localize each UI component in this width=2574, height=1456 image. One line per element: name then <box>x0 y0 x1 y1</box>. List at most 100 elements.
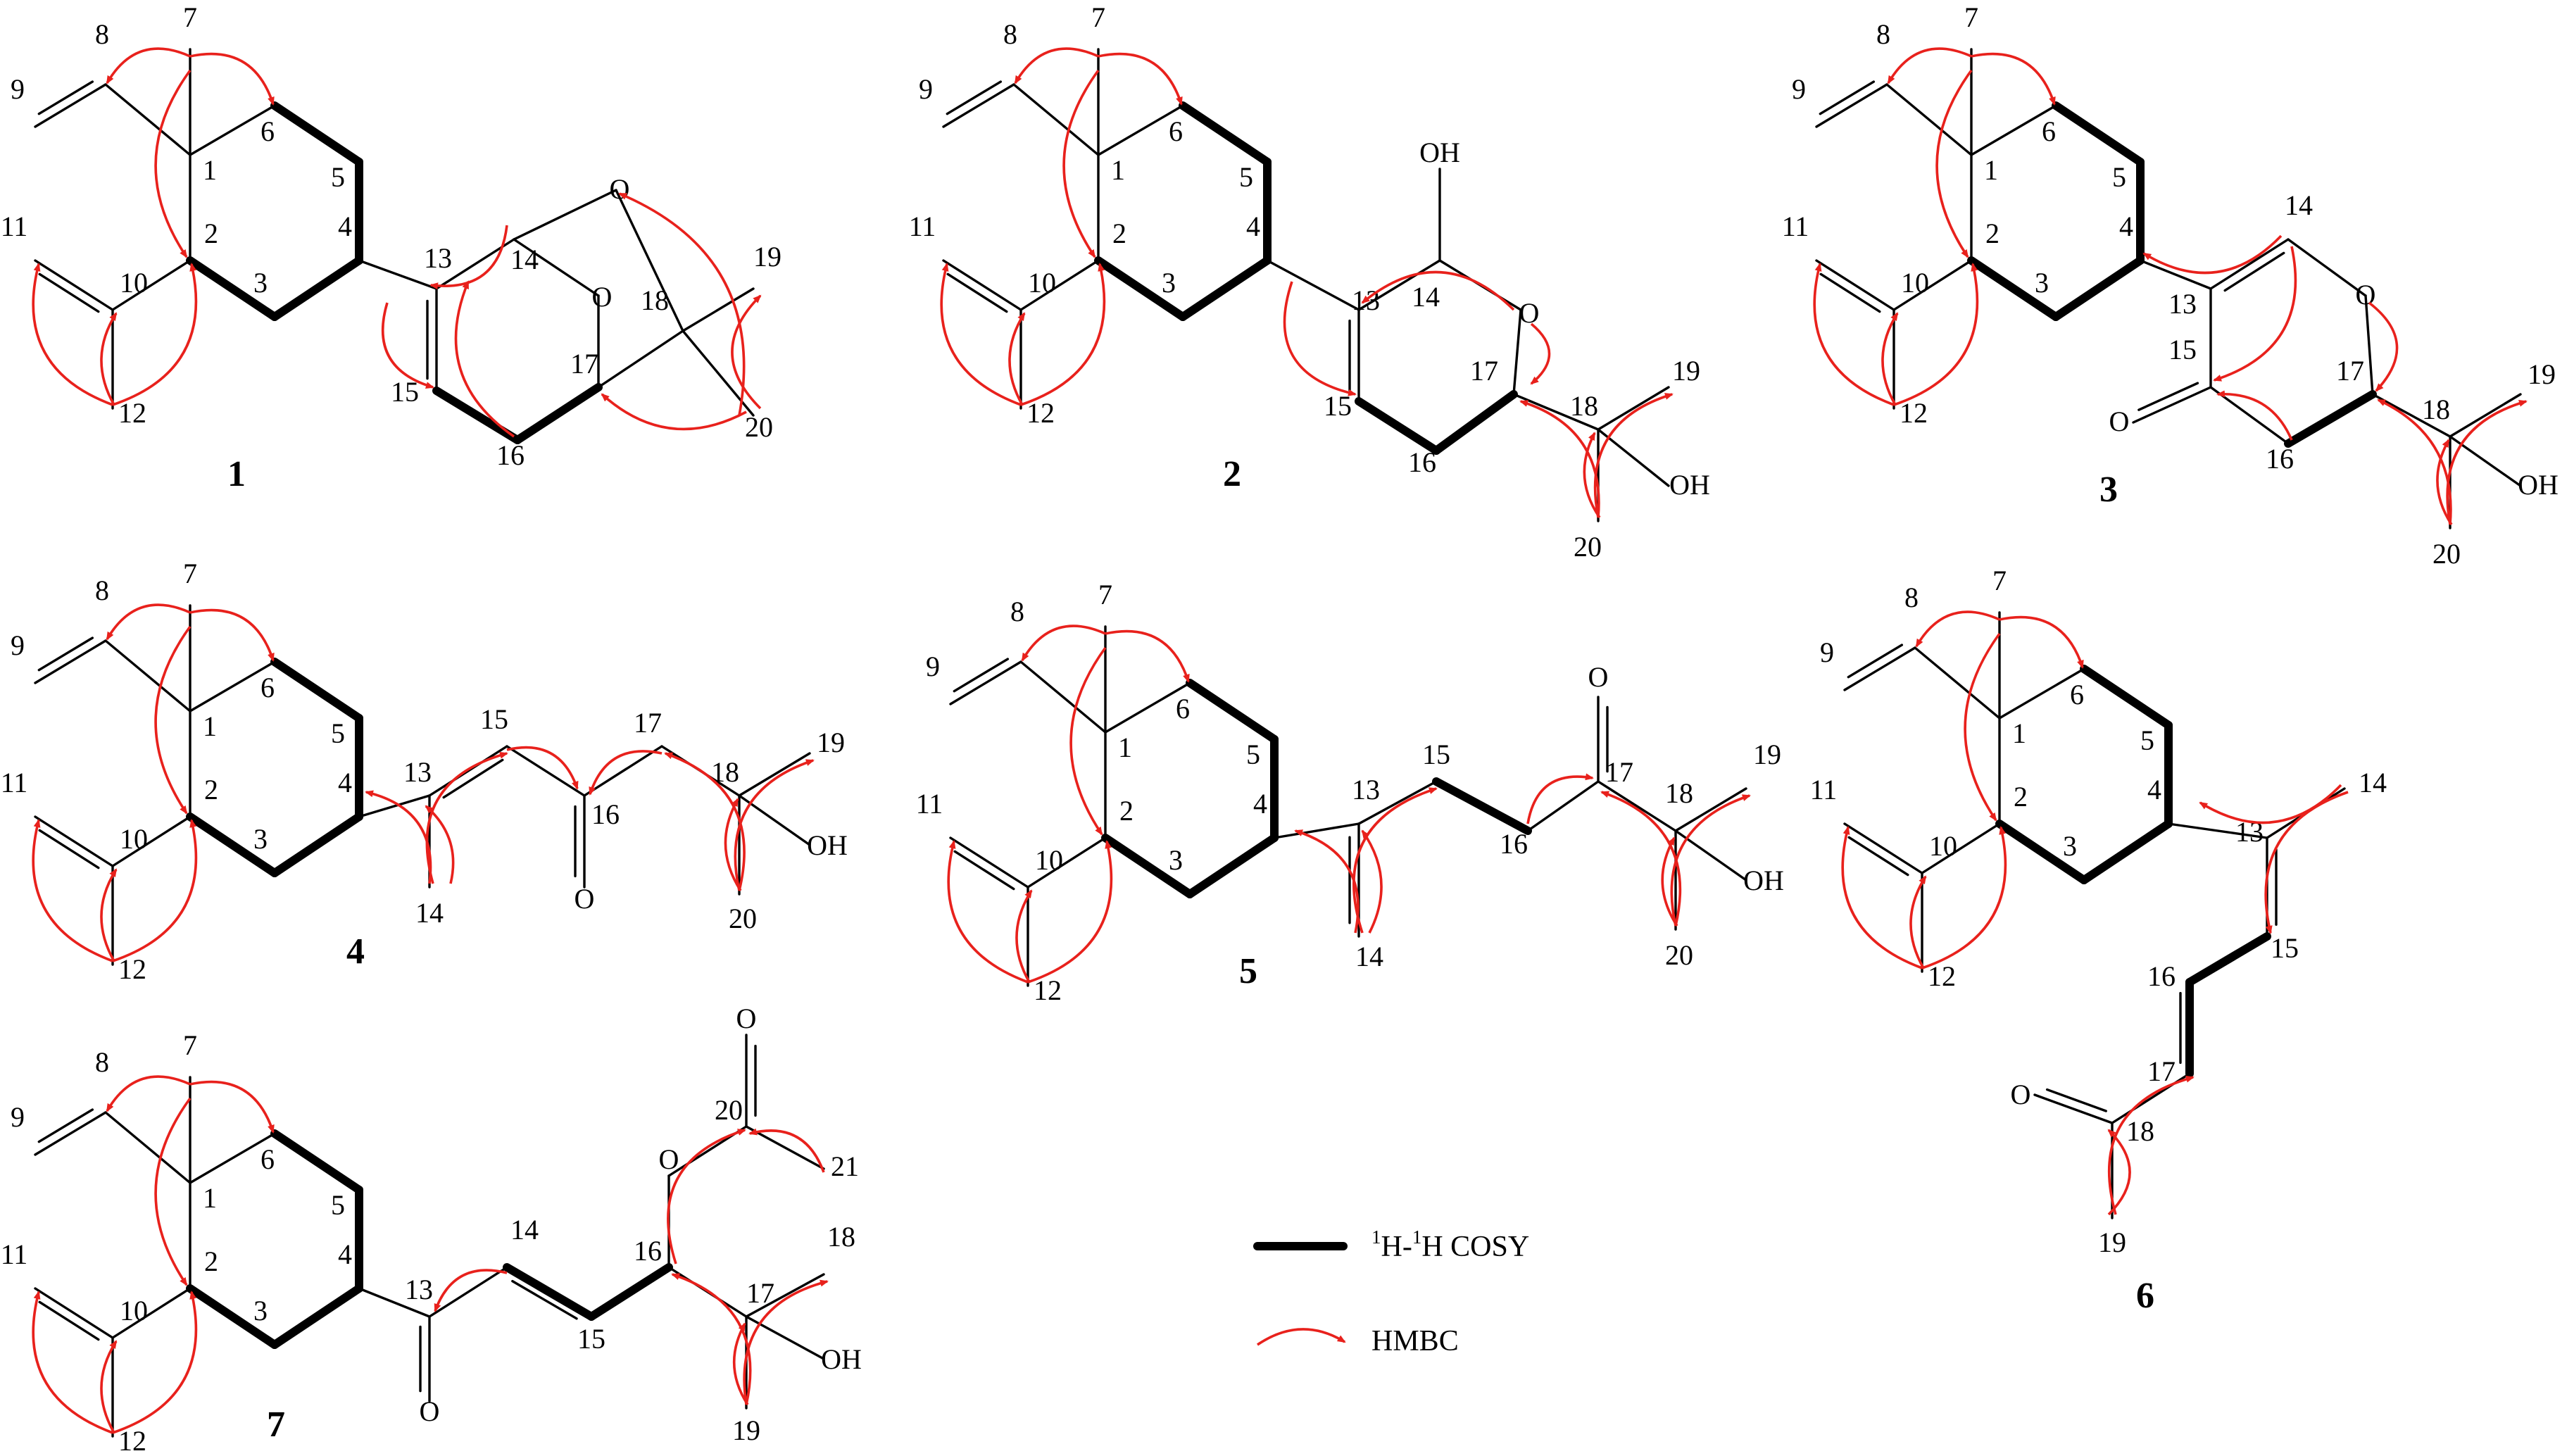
c6-atom-num-15: 15 <box>2271 932 2299 964</box>
c5-bond-c9-c8 <box>949 660 1022 705</box>
c4-atom-num-5: 5 <box>331 717 345 749</box>
c1-atom-num-10: 10 <box>120 267 148 299</box>
c5-atom-num-14: 14 <box>1355 941 1383 972</box>
c5-hmbc-h7-c8 <box>1021 625 1106 662</box>
c2-atom-num-14: 14 <box>1412 281 1440 313</box>
c4-hmbc-h12-c10 <box>100 868 118 962</box>
c2-cosy-c15-c16 <box>1355 397 1440 455</box>
c2-atom-num-4: 4 <box>1246 211 1260 242</box>
c7-atom-num-10: 10 <box>120 1295 148 1326</box>
c7-bond-c17-oh <box>745 1315 825 1360</box>
c3-atom-num-19: 19 <box>2528 358 2556 390</box>
c5-atom-num-4: 4 <box>1253 788 1267 820</box>
c2-atom-num-1: 1 <box>1111 154 1125 186</box>
c1-atom-num-19: 19 <box>753 241 781 272</box>
c7-bond-c13-c14 <box>428 1266 508 1318</box>
c1-atom-num-4: 4 <box>338 211 352 242</box>
c3-atom-num-16: 16 <box>2266 443 2294 475</box>
c2-bond-c10-c11-inner <box>946 272 1008 313</box>
c2-hmbc-h12-c2 <box>1020 263 1106 406</box>
c4-bond-c1-c6 <box>189 660 276 713</box>
c1-atom-num-14: 14 <box>510 244 539 275</box>
c6-atom-num-17: 17 <box>2147 1055 2176 1087</box>
c2-atom-oh-14: OH <box>1419 137 1460 168</box>
c1-hmbc-h20-o <box>618 192 746 416</box>
c4-bond-c9-c8 <box>34 639 107 684</box>
c3-atom-num-9: 9 <box>1792 73 1806 105</box>
c6-bond-c4-c13 <box>2167 822 2268 839</box>
c3-cosy-c3-c2 <box>1967 256 2060 321</box>
c5-cosy-c3-c2 <box>1101 834 1194 898</box>
c4-hmbc-h17-c16 <box>589 750 663 796</box>
c6-atom-num-18: 18 <box>2126 1115 2154 1147</box>
c2-hmbc-h7-c2 <box>1062 69 1100 258</box>
c4-atom-num-15: 15 <box>480 703 508 735</box>
c3-hmbc-h7-c8 <box>1887 47 1972 84</box>
c5-atom-num-6: 6 <box>1176 693 1190 724</box>
c4-atom-oh-18: OH <box>807 829 848 861</box>
c7-atom-num-19: 19 <box>732 1414 760 1446</box>
c5-cosy-c15-c16 <box>1432 777 1532 835</box>
c1-hmbc-h7-c6 <box>189 52 275 106</box>
c1-atom-num-16: 16 <box>496 439 525 471</box>
c4-atom-num-11: 11 <box>1 767 28 798</box>
c3-atom-o-15: O <box>2109 406 2130 437</box>
c4-atom-num-16: 16 <box>591 798 620 830</box>
c2-hmbc-h20-c18 <box>1583 432 1601 519</box>
c7-atom-num-4: 4 <box>338 1238 352 1270</box>
c3-bond-c18-c19 <box>2449 393 2522 438</box>
c6-hmbc-h19-c18 <box>2107 1129 2131 1216</box>
c2-atom-oh-18: OH <box>1669 469 1710 501</box>
c2-bond-c8-c1 <box>1012 83 1100 156</box>
c6-bond-c2-c10 <box>1921 822 2001 874</box>
c2-cosy-c16-c17 <box>1432 390 1518 455</box>
c2-hmbc-h12-c10 <box>1008 312 1026 406</box>
c7-atom-num-5: 5 <box>331 1189 345 1221</box>
c3-atom-oh-18: OH <box>2518 469 2559 501</box>
c4-atom-num-13: 13 <box>403 756 432 788</box>
c7-cosy-c15-c16 <box>587 1263 673 1321</box>
c5-hmbc-h7-c6 <box>1105 629 1190 683</box>
c7-hmbc-h14-c13 <box>434 1269 508 1312</box>
c5-cosy-c4-c3 <box>1186 834 1279 898</box>
c3-atom-num-18: 18 <box>2422 394 2450 425</box>
c1-atom-o2: O <box>592 281 613 313</box>
c4-bond-c10-c11 <box>34 815 114 867</box>
c5-bond-c13-c15 <box>1357 780 1438 825</box>
c3-hmbc-h14-c15 <box>2213 246 2297 382</box>
c2-hmbc-h12-c11 <box>940 263 1022 406</box>
compound-label-4: 4 <box>346 931 365 972</box>
c5-hmbc-h20-c18 <box>1661 836 1678 927</box>
c1-bond-c8-c1 <box>104 83 192 156</box>
c2-bond-c1-c6 <box>1097 104 1184 156</box>
c4-cosy-c4-c3 <box>270 812 363 877</box>
c2-atom-num-3: 3 <box>1162 267 1176 299</box>
c7-atom-num-20: 20 <box>715 1094 743 1126</box>
c1-hmbc-h7-c2 <box>154 69 192 258</box>
c1-atom-num-6: 6 <box>260 115 275 147</box>
compound-label-3: 3 <box>2099 470 2118 510</box>
c3-hmbc-h20-c19 <box>2446 400 2528 525</box>
c5-cosy-c6-c5 <box>1186 679 1279 743</box>
c7-hmbc-h19-c18 <box>743 1279 829 1405</box>
c6-bond-c9-c8-inner <box>1847 644 1904 679</box>
c2-atom-num-15: 15 <box>1324 390 1352 422</box>
c5-hmbc-h12-c11 <box>947 840 1029 984</box>
c2-atom-num-16: 16 <box>1408 446 1436 478</box>
c2-atom-num-5: 5 <box>1239 161 1253 193</box>
c7-bond-c2-c10 <box>111 1287 192 1339</box>
c6-atom-num-10: 10 <box>1929 830 1957 862</box>
c1-atom-num-8: 8 <box>95 18 109 50</box>
c3-hmbc-h12-c11 <box>1813 263 1895 406</box>
c3-hmbc-h7-c2 <box>1935 69 1973 258</box>
c6-atom-num-8: 8 <box>1904 582 1919 613</box>
c5-bond-c8-c1 <box>1019 660 1107 734</box>
c4-atom-num-20: 20 <box>729 903 757 934</box>
c7-atom-num-2: 2 <box>204 1245 218 1277</box>
c7-hmbc-h7-c8 <box>106 1075 191 1112</box>
c4-bond-c4-c13 <box>358 794 431 818</box>
c3-bond-c8-c1 <box>1885 83 1973 156</box>
c4-bond-c16-c17 <box>583 745 663 797</box>
c5-bond-c9-c8-inner <box>953 658 1010 693</box>
c2-atom-num-7: 7 <box>1091 1 1105 33</box>
